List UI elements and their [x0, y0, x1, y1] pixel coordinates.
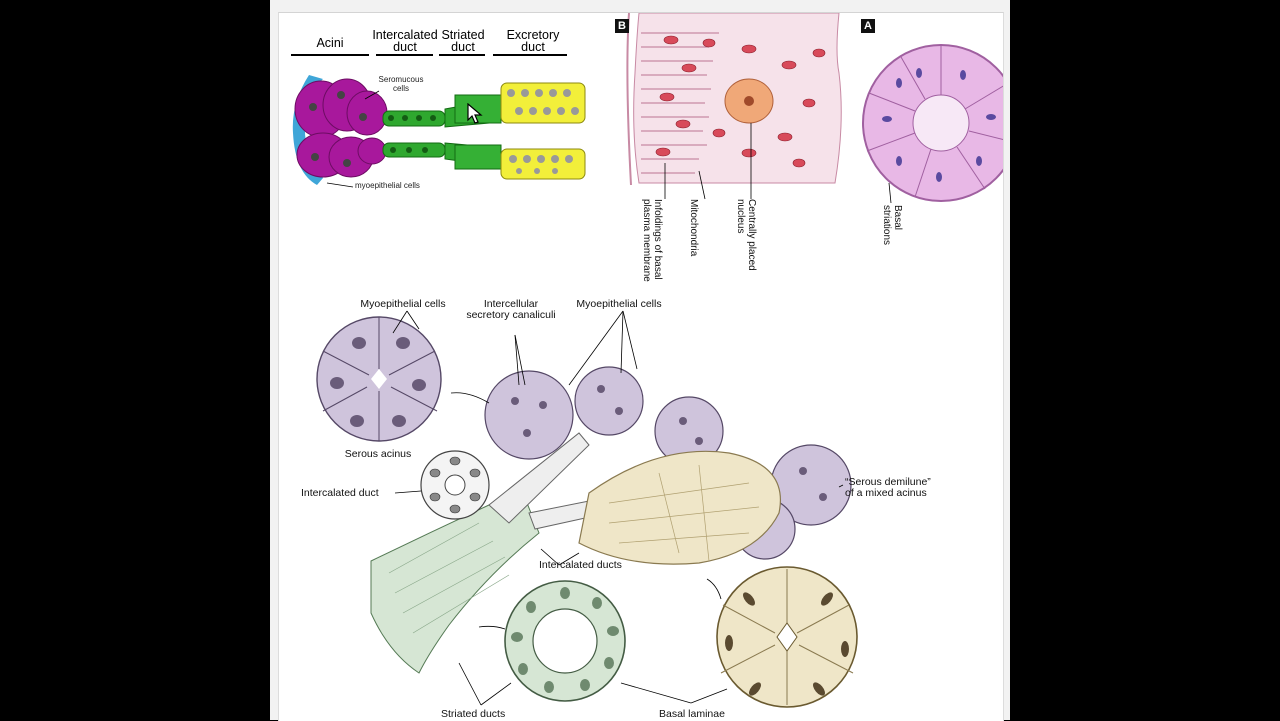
label-serous-demilune: “Serous demilune” of a mixed acinus — [845, 476, 931, 499]
label-intercellular-canaliculi: Intercellular secretory canaliculi — [466, 298, 556, 321]
lower-excretory-duct — [500, 148, 586, 180]
label-basal-laminae: Basal laminae — [659, 708, 725, 720]
header-acini: Acini — [316, 36, 344, 50]
label-infoldings: Infoldings of basal plasma membrane — [641, 199, 663, 282]
striated-duct-cross-section — [504, 580, 626, 702]
striated-cross-section-A — [862, 44, 1003, 204]
label-myoepithelial-cells-right: Myoepithelial cells — [576, 298, 662, 310]
mucous-acinus-cross-section — [716, 566, 858, 708]
intercalated-duct-cross-section — [420, 450, 490, 520]
panel-tag-a: A — [861, 19, 875, 33]
document-page: Acini Intercalated duct Striated duct Ex… — [270, 0, 1010, 721]
label-seromucous-cells: Seromucous cells — [378, 75, 424, 93]
duct-system-diagram — [291, 13, 1003, 708]
upper-striated-duct — [454, 94, 502, 124]
label-myoepithelial-cells-left: Myoepithelial cells — [360, 298, 446, 310]
panel-tag-b: B — [615, 19, 629, 33]
serous-acinus-detail — [316, 316, 442, 442]
striated-cell-panel — [626, 13, 842, 200]
figure-sheet: Acini Intercalated duct Striated duct Ex… — [278, 12, 1004, 721]
label-mitochondria: Mitochondria — [688, 199, 699, 257]
header-intercalated-duct: Intercalated duct — [372, 28, 438, 54]
label-striated-ducts: Striated ducts — [441, 708, 506, 720]
label-basal-striations: Basal striations — [881, 205, 903, 246]
lower-striated-duct — [454, 144, 502, 170]
label-serous-acinus: Serous acinus — [344, 448, 412, 460]
label-centrally-placed-nucleus: Centrally placed nucleus — [735, 199, 757, 271]
label-intercalated-ducts: Intercalated ducts — [539, 559, 622, 571]
mouse-pointer-icon — [467, 103, 483, 124]
gland-illustration — [370, 366, 852, 674]
label-myoepithelial-cells-top: myoepithelial cells — [355, 181, 420, 190]
header-excretory-duct: Excretory duct — [506, 28, 560, 54]
header-striated-duct: Striated duct — [441, 28, 485, 54]
label-intercalated-duct: Intercalated duct — [301, 487, 379, 499]
upper-excretory-duct — [500, 82, 586, 124]
acini-cluster — [294, 78, 388, 178]
